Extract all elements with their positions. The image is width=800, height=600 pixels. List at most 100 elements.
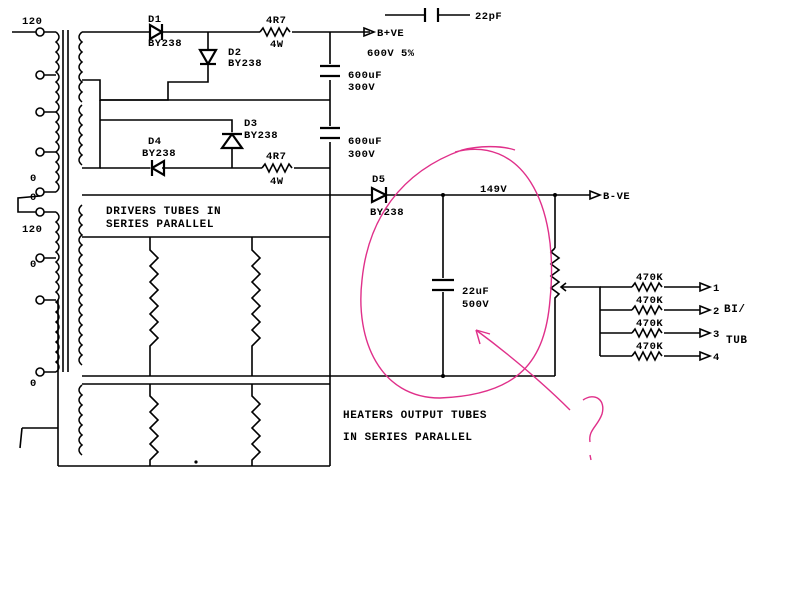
resistor-value: 470K [636,272,663,284]
question-mark-icon [582,396,604,461]
diode-ref: D2 [228,47,242,59]
hv-rectifier [82,8,470,177]
output-number: 1 [713,283,720,295]
tap-label: 0 [30,192,37,204]
capacitor-22pf [423,8,440,22]
bias-supply [82,186,713,378]
primary-terminal [35,253,45,263]
primary-terminal [35,107,45,117]
junction-dot [194,460,198,464]
bplus-arrow-icon [363,26,377,38]
diode-ref: D4 [148,136,162,148]
resistor-470k-1 [631,281,663,293]
heaters-note: IN SERIES PARALLEL [343,432,473,444]
hv-wire [100,119,233,132]
bias-output-bus [575,286,601,356]
secondary-winding-hv [78,31,84,103]
annotation-circle [360,145,553,399]
capacitor-voltage: 500V [462,299,489,311]
drivers-note: DRIVERS TUBES IN [106,206,221,218]
diode-ref: D1 [148,14,162,26]
output-arrow-icon [699,327,713,339]
tap-label: 0 [30,259,37,271]
diode-d1 [148,23,165,41]
tap-label: 0 [30,378,37,390]
output-number: 4 [713,352,720,364]
bminus-arrow-icon [589,189,603,201]
resistor-r1 [259,26,291,38]
secondary-winding-bias [78,104,84,166]
primary-terminal [35,147,45,157]
heater-driver-chain [250,237,262,376]
ground-icon [19,427,58,449]
primary-terminal [35,367,45,377]
heater-output-chain [148,384,160,466]
heater-output-rails [58,383,330,467]
tap-label: 120 [22,224,42,236]
resistor-470k-3 [631,327,663,339]
resistor-r2 [261,162,293,174]
diode-d3 [219,132,245,150]
heater-output-network [58,383,330,467]
capacitor-value: 600uF [348,136,382,148]
resistor-470k-4 [631,350,663,362]
heater-driver-chain [148,237,160,376]
output-arrow-icon [699,304,713,316]
primary-terminal [35,295,45,305]
resistor-value: 4R7 [266,151,286,163]
hv-wire [82,100,101,169]
output-side-text: BI/ [724,304,746,316]
heaters-note: HEATERS OUTPUT TUBES [343,410,487,422]
pot-wiper-arrow-icon [559,282,575,292]
resistor-power: 4W [270,176,284,188]
diode-part: BY238 [228,58,262,70]
resistor-power: 4W [270,39,284,51]
primary-link [17,195,41,213]
bminus-voltage: 149V [480,184,507,196]
resistor-470k-2 [631,304,663,316]
diode-part: BY238 [142,148,176,160]
bplus-label: B+VE [377,28,404,40]
output-arrow-icon [699,281,713,293]
capacitor-c2 [320,126,340,140]
tap-label: 0 [30,173,37,185]
diode-part: BY238 [148,38,182,50]
resistor-value: 470K [636,318,663,330]
coupling-cap-value: 22pF [475,11,502,23]
drivers-note: SERIES PARALLEL [106,219,214,231]
output-number: 2 [713,306,720,318]
output-side-text: TUB [726,335,748,347]
capacitor-22uf [432,278,454,292]
diode-d2 [198,48,218,67]
annotation-arrowhead-icon [475,329,491,345]
capacitor-value: 22uF [462,286,489,298]
diode-part: BY238 [370,207,404,219]
diode-d5 [370,186,389,204]
heater-driver-network [82,168,331,466]
resistor-value: 470K [636,295,663,307]
bminus-label: B-VE [603,191,630,203]
capacitor-value: 600uF [348,70,382,82]
diode-ref: D5 [372,174,386,186]
tap-label: 120 [22,16,42,28]
output-arrow-icon [699,350,713,362]
primary-terminal [35,187,45,197]
capacitor-voltage: 300V [348,149,375,161]
diode-d4 [149,159,166,177]
primary-terminal [35,207,45,217]
hand-annotation [360,145,604,461]
capacitor-voltage: 300V [348,82,375,94]
annotation-arrow-line [475,329,571,411]
junction-dot [441,374,445,378]
heater-output-chain [250,384,262,466]
primary-terminal [35,70,45,80]
capacitor-c1 [320,64,340,78]
resistor-value: 4R7 [266,15,286,27]
primary-winding-upper [54,31,60,193]
power-transformer [12,27,84,466]
bplus-spec: 600V 5% [367,48,415,60]
resistor-value: 470K [636,341,663,353]
secondary-winding-heater-drivers [78,204,84,366]
output-number: 3 [713,329,720,341]
